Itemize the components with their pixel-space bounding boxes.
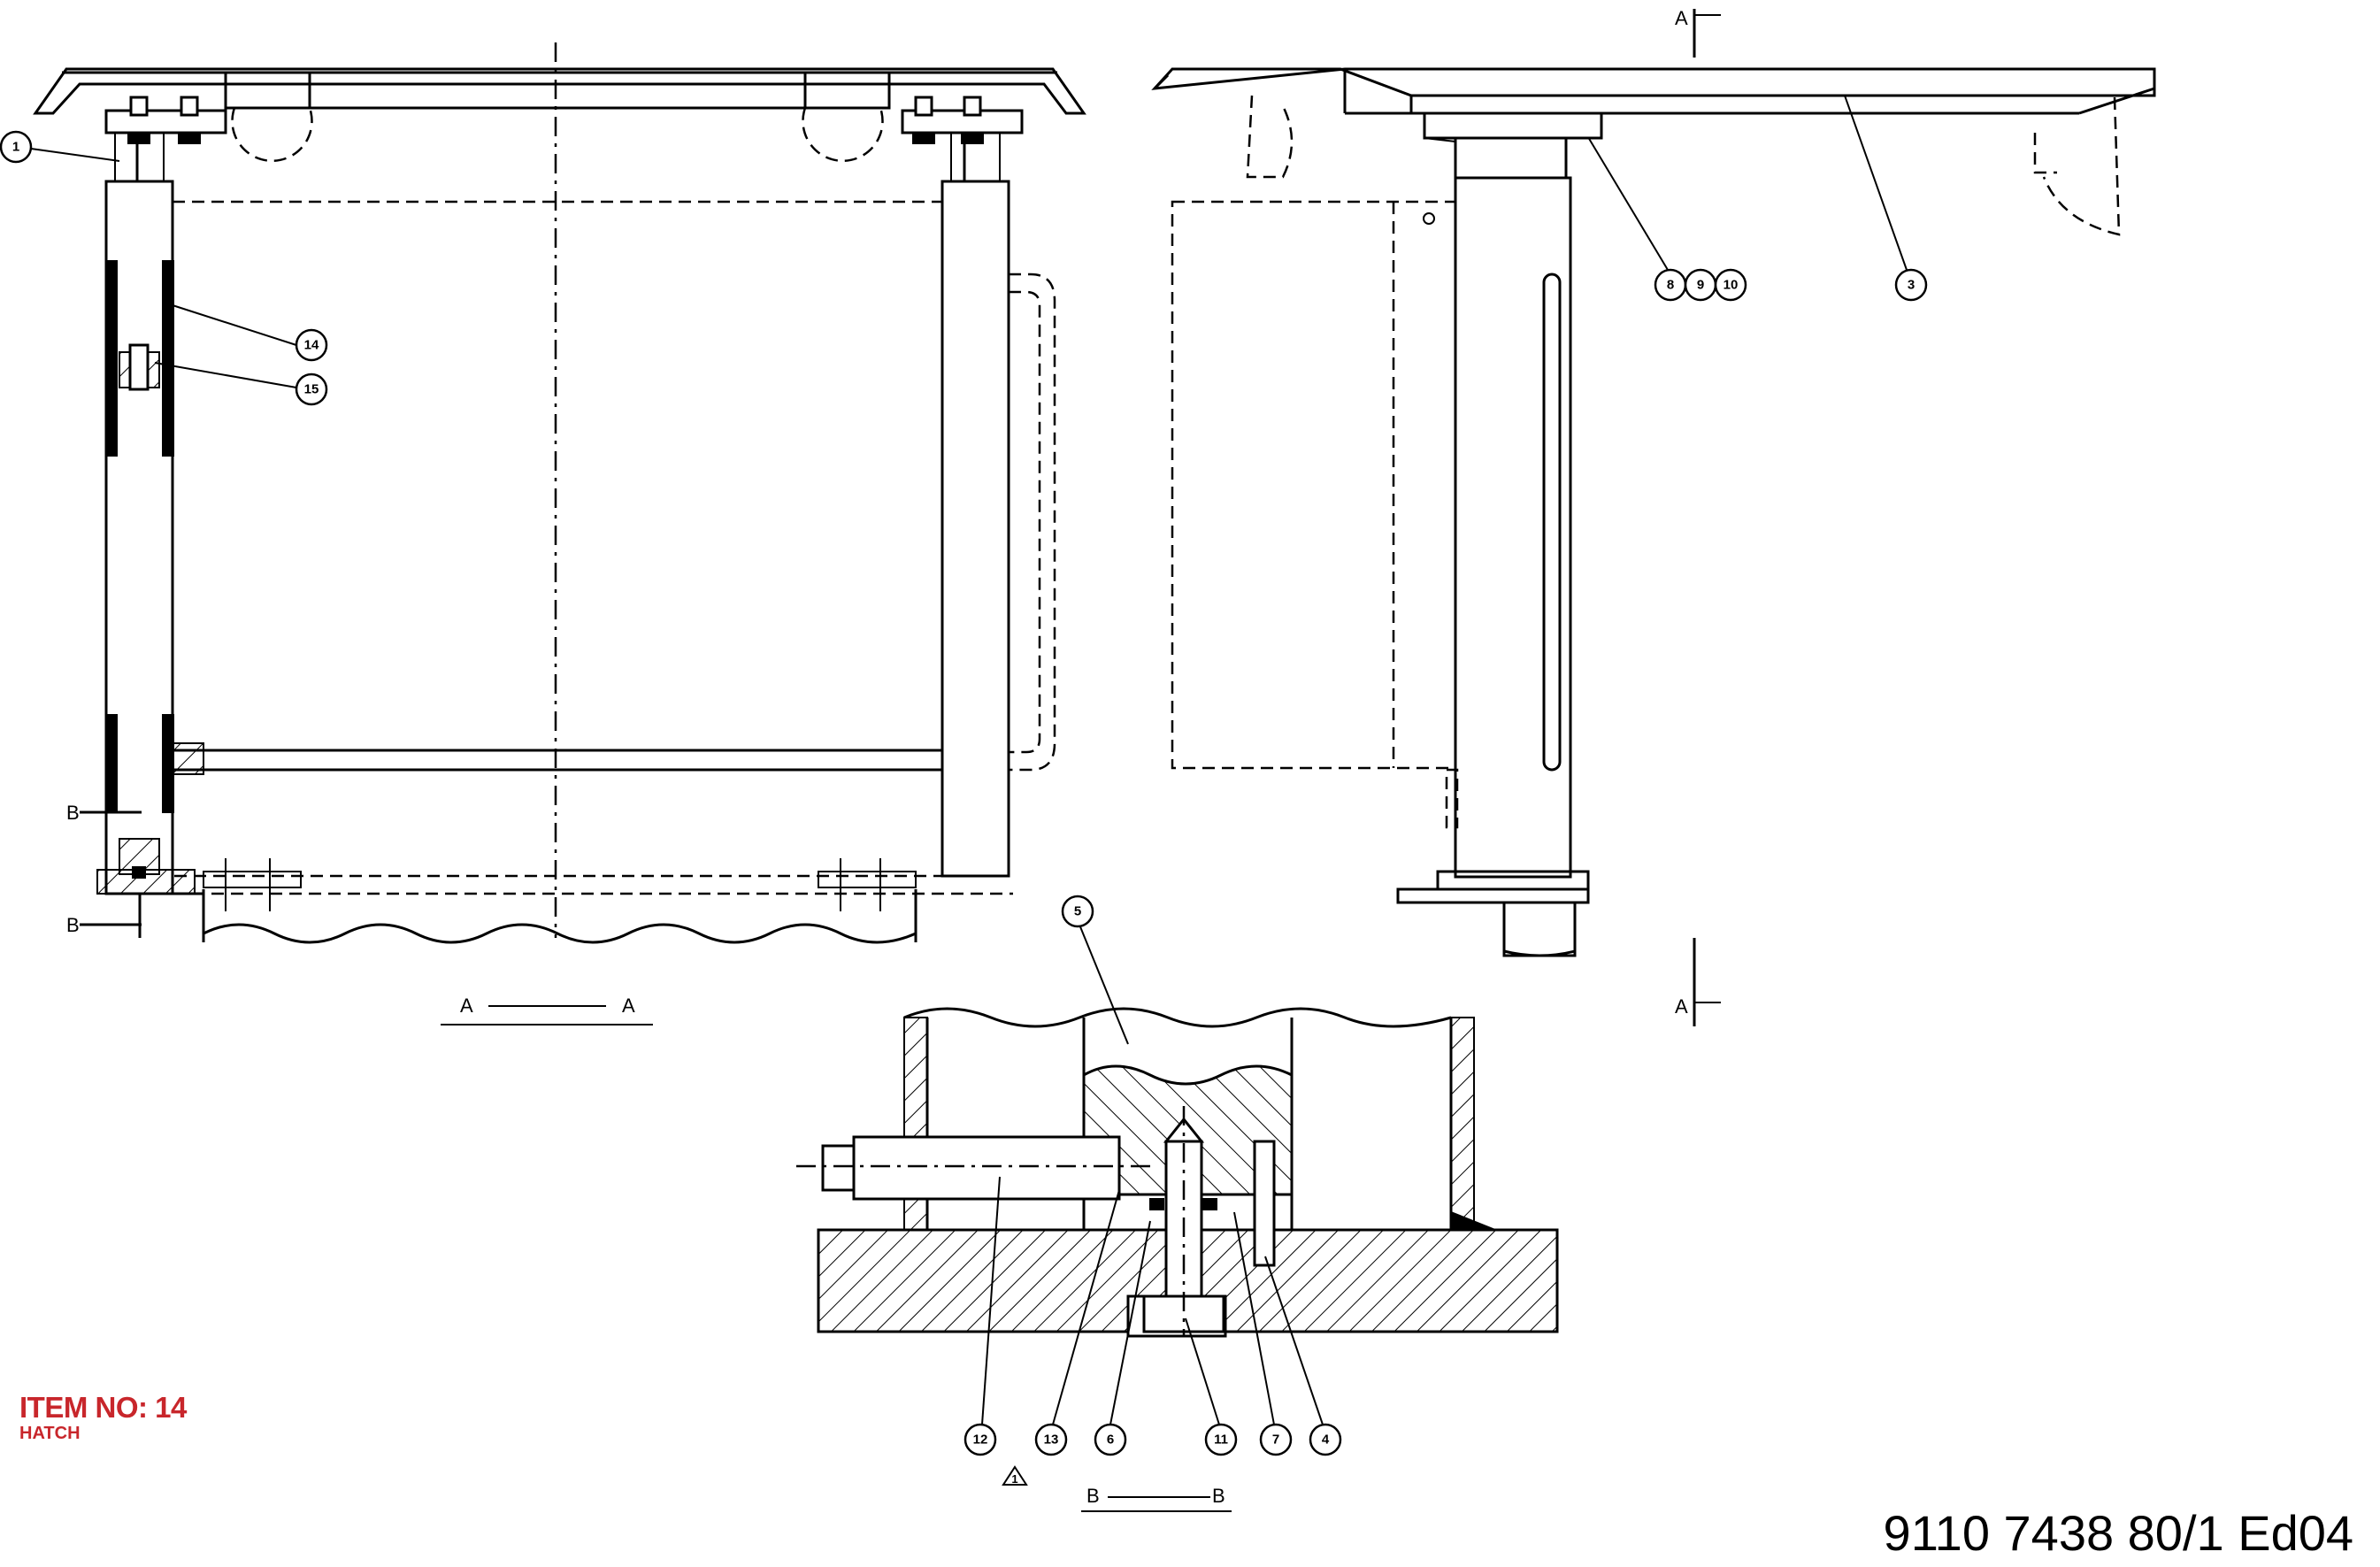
view-section-b: B B 1 (796, 924, 1559, 1512)
balloon-8: 8 (1654, 268, 1687, 302)
svg-text:15: 15 (304, 382, 319, 397)
section-b-label-2: B (1212, 1485, 1225, 1507)
section-a-label-2: A (622, 995, 635, 1017)
balloon-1: 1 (0, 130, 33, 164)
svg-text:5: 5 (1074, 904, 1081, 919)
balloon-4: 4 (1309, 1423, 1342, 1456)
svg-text:12: 12 (973, 1433, 988, 1448)
section-b-label-1: B (1086, 1485, 1100, 1507)
balloon-12: 12 (964, 1423, 997, 1456)
svg-text:8: 8 (1667, 278, 1674, 293)
svg-text:1: 1 (12, 140, 19, 155)
svg-text:11: 11 (1214, 1433, 1228, 1448)
balloon-13: 13 (1034, 1423, 1068, 1456)
item-name: HATCH (19, 1424, 81, 1443)
section-b-lower: B (66, 914, 80, 936)
svg-text:7: 7 (1272, 1433, 1279, 1448)
revision-mark: 1 (1011, 1472, 1017, 1486)
balloon-5: 5 (1061, 895, 1094, 928)
svg-text:9: 9 (1697, 278, 1704, 293)
svg-text:14: 14 (304, 338, 319, 353)
svg-text:6: 6 (1107, 1433, 1114, 1448)
document-number: 9110 7438 80/1 Ed04 (1883, 1505, 2353, 1561)
balloon-9: 9 (1684, 268, 1717, 302)
view-right: A A (1151, 7, 2156, 1026)
balloon-7: 7 (1259, 1423, 1293, 1456)
view-left: B B A A (30, 42, 1086, 1025)
section-a-label-1: A (460, 995, 473, 1017)
balloon-14: 14 (295, 328, 328, 362)
balloon-11: 11 (1204, 1423, 1238, 1456)
svg-text:13: 13 (1044, 1433, 1059, 1448)
balloon-6: 6 (1094, 1423, 1127, 1456)
balloon-10: 10 (1714, 268, 1747, 302)
item-number: ITEM NO: 14 (19, 1391, 187, 1424)
svg-text:3: 3 (1908, 278, 1915, 293)
balloon-15: 15 (295, 373, 328, 406)
balloon-3: 3 (1894, 268, 1928, 302)
section-a-bottom: A (1675, 995, 1688, 1018)
section-a-top: A (1675, 7, 1688, 29)
svg-text:4: 4 (1322, 1433, 1330, 1448)
svg-text:10: 10 (1724, 278, 1739, 293)
section-b-upper: B (66, 802, 80, 824)
